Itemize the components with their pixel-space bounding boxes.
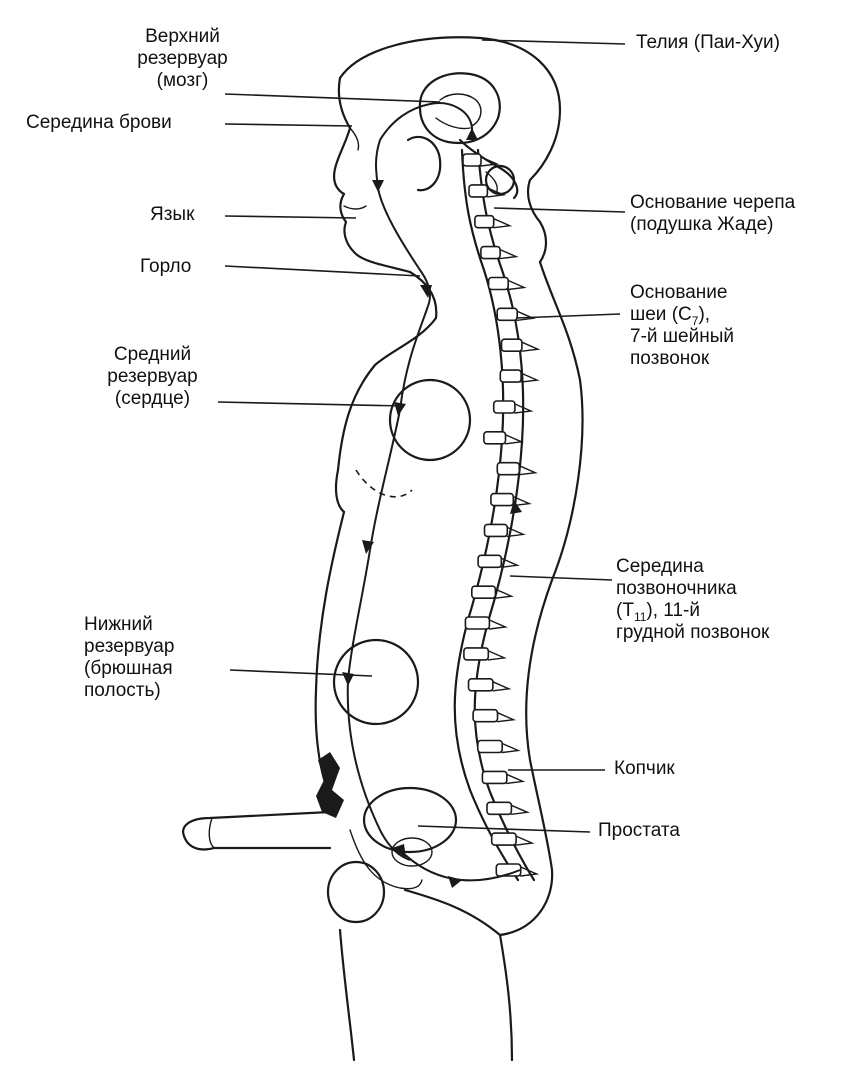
body-outline bbox=[314, 36, 584, 1062]
spinous-process bbox=[486, 187, 507, 198]
spinous-process bbox=[496, 712, 517, 723]
leader-lines bbox=[217, 39, 626, 833]
prostate-gland bbox=[362, 786, 458, 854]
spinous-process bbox=[487, 650, 507, 661]
vertebra bbox=[464, 616, 491, 630]
spinous-process bbox=[506, 526, 526, 538]
vertebra bbox=[481, 770, 508, 785]
leader-prostate bbox=[417, 825, 591, 833]
spine bbox=[453, 148, 541, 882]
spinous-process bbox=[515, 835, 535, 846]
spinous-process bbox=[512, 495, 532, 507]
label-upper-reservoir: Верхний резервуар (мозг) bbox=[137, 26, 228, 91]
leader-brow-center bbox=[224, 123, 353, 127]
leader-middle-reservoir bbox=[217, 401, 405, 407]
spinous-process bbox=[507, 279, 527, 291]
spinous-process bbox=[520, 866, 540, 877]
lower-reservoir-circle bbox=[332, 638, 420, 726]
vertebra bbox=[496, 307, 519, 322]
vertebra bbox=[487, 276, 510, 291]
vertebra bbox=[462, 153, 482, 167]
energy-flow-path bbox=[342, 102, 522, 888]
vertebra bbox=[499, 369, 522, 383]
spinous-process bbox=[510, 804, 531, 815]
label-neck-base: Основание шеи (С7), 7-й шейный позвонок bbox=[630, 282, 734, 369]
spinous-process bbox=[520, 372, 540, 383]
spinous-process bbox=[518, 465, 538, 476]
spinous-process bbox=[506, 773, 526, 785]
leader-throat bbox=[224, 265, 421, 277]
pubic-hair bbox=[316, 752, 344, 818]
spinous-process bbox=[493, 218, 513, 229]
vertebra bbox=[483, 430, 507, 445]
vertebra bbox=[486, 801, 513, 816]
leader-neck-base bbox=[515, 313, 621, 319]
label-mid-spine: Середина позвоночника (Т11), 11-й грудно… bbox=[616, 556, 770, 643]
leader-skull-base bbox=[493, 207, 626, 213]
spinous-process bbox=[521, 341, 541, 352]
vertebra bbox=[467, 677, 494, 692]
leader-crown bbox=[481, 39, 626, 45]
spinous-process bbox=[492, 681, 512, 692]
vertebra bbox=[492, 400, 516, 414]
spinous-process bbox=[488, 619, 509, 630]
vertebrae-column bbox=[462, 153, 541, 877]
spinous-process bbox=[499, 248, 519, 260]
vertebra bbox=[500, 338, 523, 353]
middle-reservoir-circle bbox=[388, 378, 472, 462]
vertebra bbox=[476, 739, 503, 754]
label-crown: Телия (Паи-Хуи) bbox=[636, 32, 780, 53]
label-prostate: Простата bbox=[598, 820, 680, 841]
leader-upper-reservoir bbox=[224, 93, 441, 103]
leader-mid-spine bbox=[509, 575, 613, 581]
vertebra bbox=[468, 184, 489, 198]
vertebra bbox=[480, 245, 501, 260]
vertebra bbox=[490, 492, 515, 507]
leader-tongue bbox=[224, 215, 357, 219]
vertebra bbox=[474, 214, 495, 229]
vertebra bbox=[477, 554, 503, 569]
label-tongue: Язык bbox=[150, 204, 195, 225]
label-middle-reservoir: Средний резервуар (сердце) bbox=[107, 344, 198, 409]
leader-lower-reservoir bbox=[229, 669, 373, 677]
genitals bbox=[182, 810, 423, 924]
spinous-process bbox=[501, 742, 521, 754]
label-throat: Горло bbox=[140, 256, 192, 277]
label-lower-reservoir: Нижний резервуар (брюшная полость) bbox=[84, 614, 175, 701]
vertebra bbox=[483, 523, 509, 538]
spinous-process bbox=[480, 156, 500, 167]
spinous-process bbox=[500, 557, 520, 568]
label-skull-base: Основание черепа (подушка Жаде) bbox=[630, 192, 796, 235]
spinous-process bbox=[504, 434, 525, 445]
vertebra bbox=[496, 461, 521, 476]
vertebra bbox=[463, 647, 490, 661]
vertebra bbox=[470, 585, 497, 600]
spinous-process bbox=[514, 403, 534, 414]
spinous-process bbox=[494, 588, 515, 599]
vertebra bbox=[472, 708, 499, 723]
label-brow-center: Середина брови bbox=[26, 112, 172, 133]
spinous-process bbox=[516, 310, 536, 321]
vertebra bbox=[490, 832, 517, 846]
label-coccyx: Копчик bbox=[614, 758, 675, 779]
